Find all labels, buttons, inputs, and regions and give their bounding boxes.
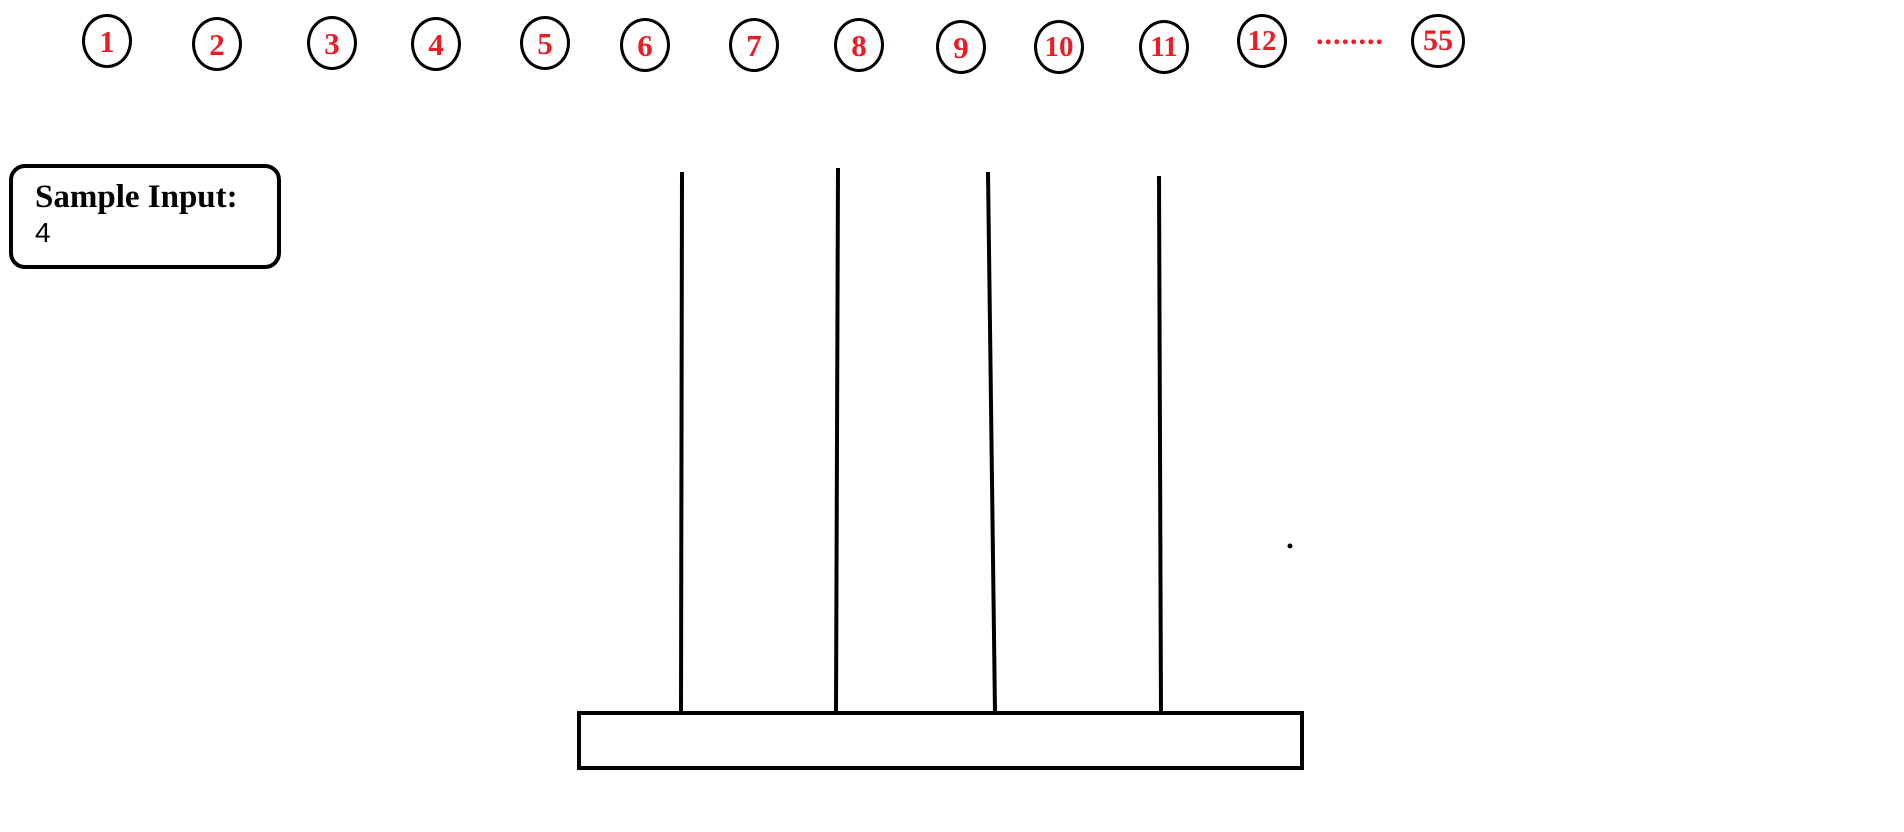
sample-input-title: Sample Input: (35, 179, 238, 215)
ball-5: 5 (520, 16, 570, 70)
pegs (679, 167, 1163, 718)
peg-3 (986, 171, 997, 714)
ball-2: 2 (192, 17, 242, 71)
peg-base (577, 711, 1304, 770)
peg-2 (834, 167, 840, 714)
ball-8: 8 (834, 18, 884, 72)
peg-1 (679, 171, 684, 714)
ball-6: 6 (620, 18, 670, 72)
ball-7: 7 (729, 18, 779, 72)
ball-55: 55 (1411, 14, 1465, 68)
ball-1: 1 (82, 14, 132, 68)
peg-4 (1157, 175, 1163, 718)
sample-input-box: Sample Input: 4 (9, 164, 281, 269)
ball-12: 12 (1237, 14, 1287, 68)
ball-3: 3 (307, 16, 357, 70)
ball-10: 10 (1034, 20, 1084, 74)
ball-11: 11 (1139, 20, 1189, 74)
stray-dot (1287, 543, 1293, 549)
sample-input-value: 4 (35, 217, 51, 248)
ball-9: 9 (936, 20, 986, 74)
ellipsis-dots: ........ (1316, 18, 1384, 51)
ball-4: 4 (411, 17, 461, 71)
